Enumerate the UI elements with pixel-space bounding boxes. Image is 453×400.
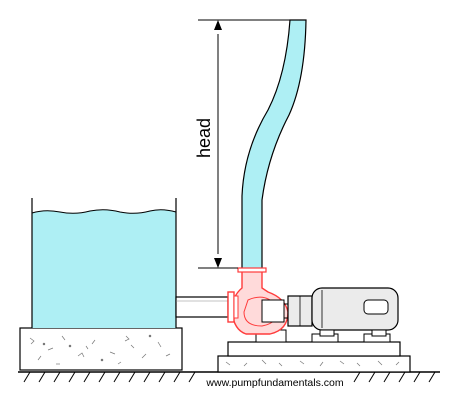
- pump-concrete-base: [217, 355, 411, 373]
- discharge-pipe: [241, 19, 307, 271]
- head-dimension: head: [194, 19, 290, 269]
- water-surface: [31, 209, 177, 214]
- head-label: head: [194, 118, 214, 158]
- tank-concrete-base: [19, 327, 183, 371]
- motor: [311, 287, 399, 337]
- supply-tank: [31, 198, 177, 328]
- suction-flange: [227, 291, 235, 323]
- website-url: www.pumpfundamentals.com: [205, 377, 343, 389]
- discharge-flange: [237, 267, 267, 273]
- pump: [227, 267, 292, 335]
- coupling: [287, 295, 313, 327]
- tank-water: [32, 209, 176, 328]
- suction-pipe: [175, 296, 229, 318]
